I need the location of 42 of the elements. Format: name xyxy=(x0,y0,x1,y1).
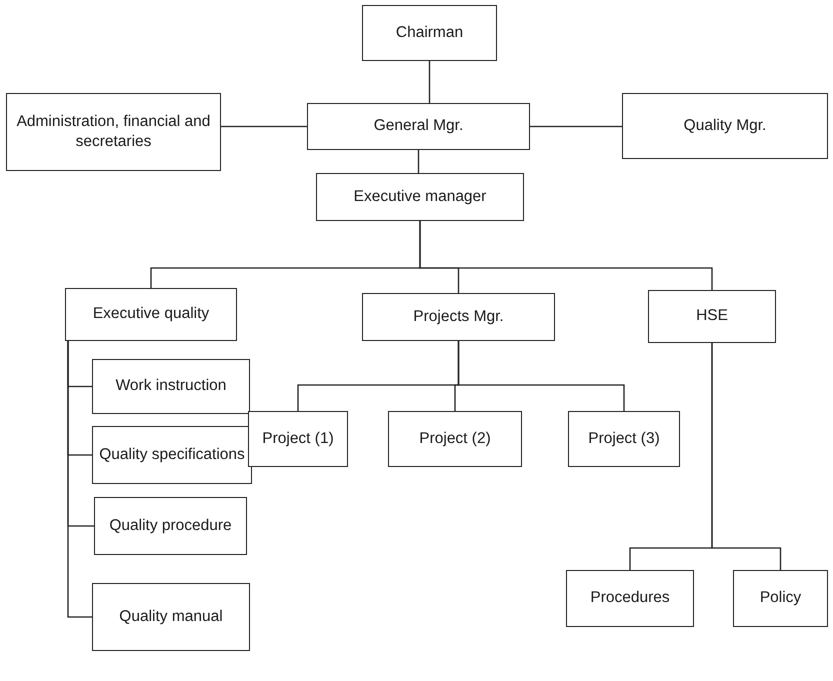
role-label: Administration, financial and secretaries xyxy=(16,112,212,152)
org-box xyxy=(307,103,530,150)
org-box xyxy=(248,411,348,467)
connector-line xyxy=(711,343,782,570)
org-box xyxy=(94,497,247,555)
connector-line xyxy=(221,126,307,128)
org-box xyxy=(65,288,237,341)
org-box xyxy=(388,411,522,467)
org-box xyxy=(92,426,252,484)
org-box xyxy=(316,173,524,221)
role-label: Quality manual xyxy=(119,606,223,627)
org-box xyxy=(92,359,250,414)
connector-line xyxy=(67,341,92,618)
role-label: Quality specifications xyxy=(99,444,245,465)
org-box xyxy=(648,290,776,343)
role-label: General Mgr. xyxy=(374,116,464,136)
role-label: Project (2) xyxy=(419,428,491,449)
org-box xyxy=(622,93,828,159)
org-box xyxy=(92,583,250,651)
org-box xyxy=(566,570,694,627)
org-box xyxy=(362,5,497,61)
role-label: Chairman xyxy=(396,22,464,43)
role-label: Work instruction xyxy=(116,376,226,396)
org-box xyxy=(362,293,555,341)
role-label: Project (1) xyxy=(262,428,334,449)
role-label: Quality Mgr. xyxy=(684,116,766,136)
org-box xyxy=(6,93,221,171)
role-label: Projects Mgr. xyxy=(413,306,504,327)
role-label: Executive quality xyxy=(92,304,210,324)
connector-line xyxy=(458,341,625,411)
role-label: HSE xyxy=(696,306,728,326)
role-label: Procedures xyxy=(590,588,670,608)
org-box xyxy=(568,411,680,467)
connector-line xyxy=(418,150,420,173)
role-label: Executive manager xyxy=(354,186,486,207)
connector-line xyxy=(530,126,622,128)
role-label: Project (3) xyxy=(588,428,660,449)
connector-line xyxy=(428,61,430,103)
role-label: Policy xyxy=(760,588,802,608)
role-label: Quality procedure xyxy=(109,516,232,536)
org-box xyxy=(733,570,828,627)
connector-line xyxy=(419,221,713,290)
